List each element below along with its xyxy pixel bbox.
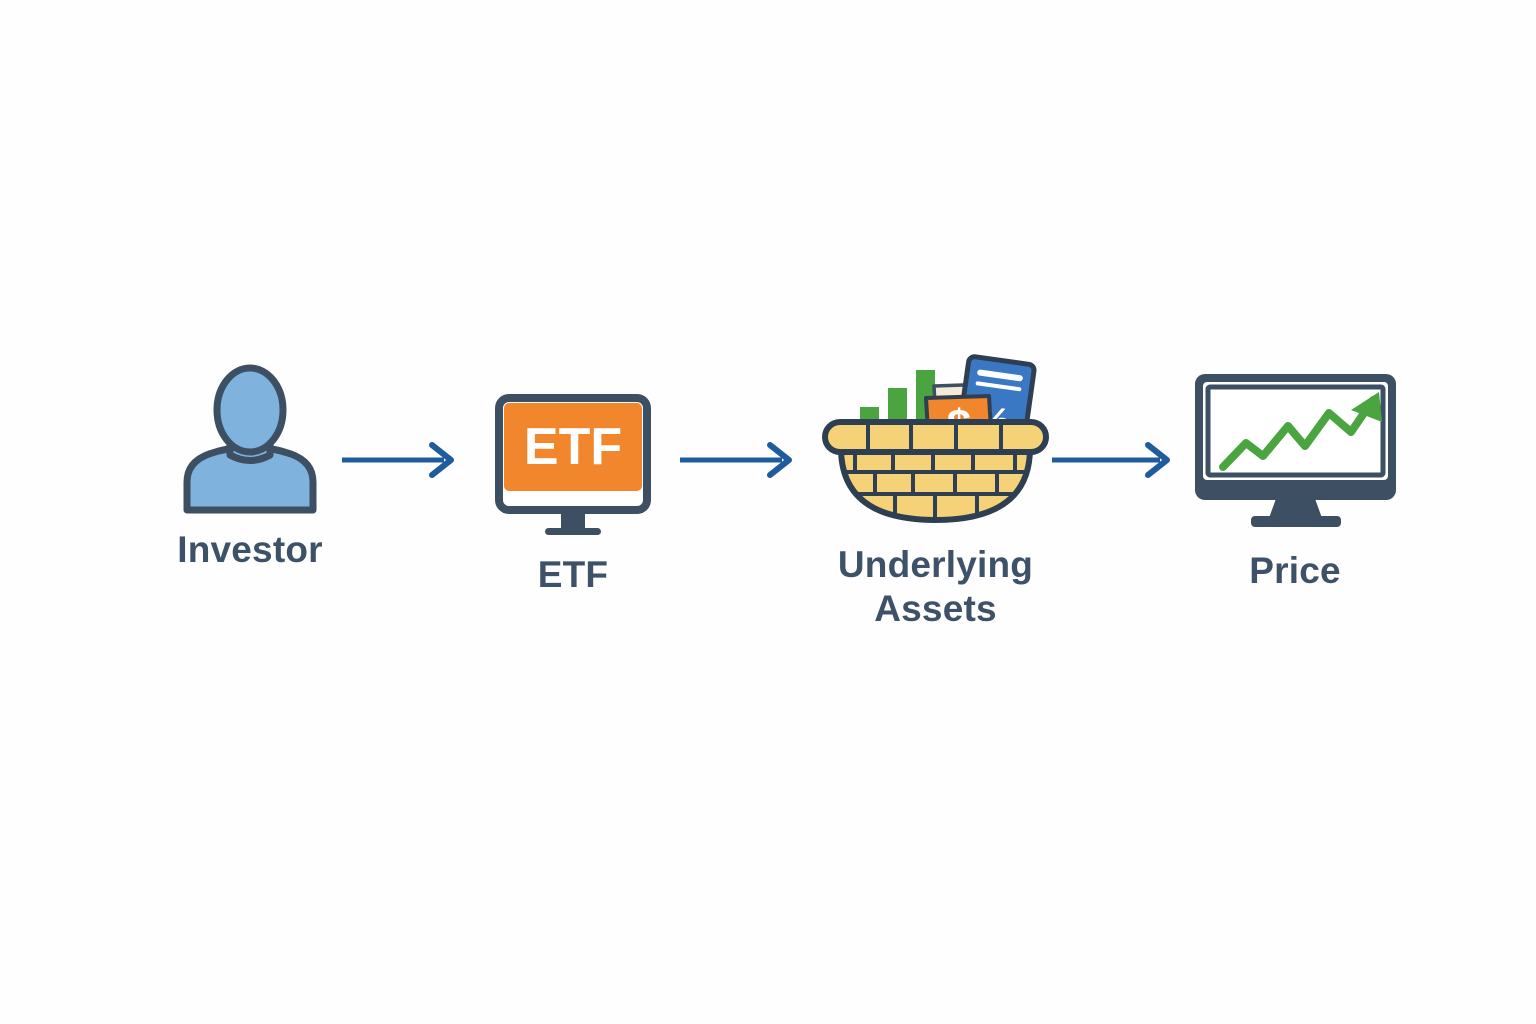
monitor-etf-icon: ETF xyxy=(473,392,673,537)
node-price[interactable]: Price xyxy=(1180,368,1410,593)
etf-screen-text: ETF xyxy=(524,418,622,476)
node-investor[interactable]: Investor xyxy=(130,362,370,572)
basket-of-assets-icon: % $ xyxy=(813,352,1058,527)
node-label-underlying-assets: Underlying Assets xyxy=(837,544,1034,629)
arrow-investor-etf xyxy=(340,440,460,480)
uptrend-line xyxy=(1218,396,1377,471)
node-label-investor: Investor xyxy=(177,529,323,570)
person-avatar-icon xyxy=(175,362,325,514)
monitor-uptrend-chart-icon xyxy=(1183,368,1408,533)
node-underlying-assets[interactable]: % $ xyxy=(808,352,1063,630)
node-etf[interactable]: ETF ETF xyxy=(463,392,683,597)
uptrend-arrowhead xyxy=(1350,392,1382,422)
node-label-etf: ETF xyxy=(537,554,609,595)
basket-rim xyxy=(822,419,1049,455)
arrow-assets-price xyxy=(1050,440,1180,480)
node-label-price: Price xyxy=(1249,550,1341,591)
arrow-etf-assets xyxy=(678,440,798,480)
